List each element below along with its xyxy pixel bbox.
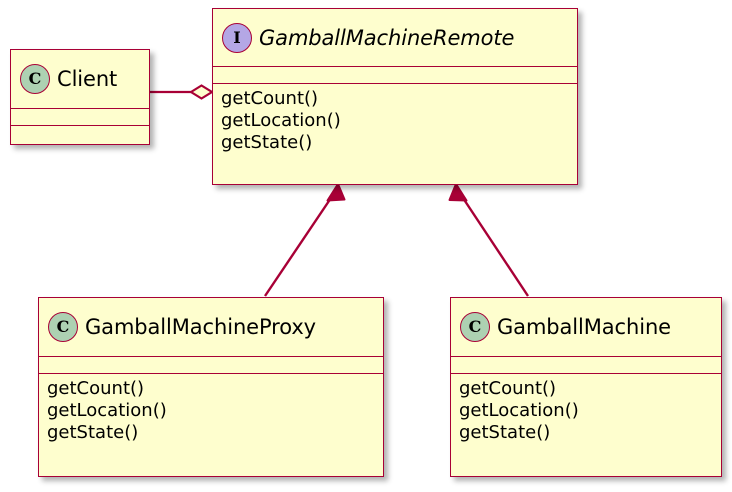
method-row: getState() [47,421,139,443]
method-row: getLocation() [47,399,167,421]
remote-methods-compartment: getCount() getLocation() getState() [213,83,577,183]
class-icon: C [460,312,490,342]
empty-attributes [451,357,721,373]
class-node-client[interactable]: C Client [10,49,150,145]
machine-attributes-compartment [451,356,721,373]
client-methods-compartment [11,125,149,142]
generalization-line [264,191,336,297]
remote-interface-name: GamballMachineRemote [259,25,515,50]
proxy-attributes-compartment [39,356,383,373]
method-row: getLocation() [221,109,341,131]
client-class-name: Client [57,67,118,91]
method-row: getCount() [221,88,319,109]
solid-arrowhead-icon [448,183,468,202]
class-node-gamballmachine[interactable]: C GamballMachine getCount() getLocation(… [450,297,722,477]
method-row: getCount() [47,378,145,399]
interface-icon: I [222,22,252,53]
machine-title-compartment: C GamballMachine [451,298,721,356]
edge-client-remote [150,84,215,100]
empty-attributes [11,109,149,125]
generalization-line [458,191,529,297]
method-row: getCount() [459,378,557,399]
empty-attributes [213,67,577,83]
class-icon: C [20,64,50,94]
machine-class-name: GamballMachine [497,315,671,339]
edge-machine-remote [448,183,529,297]
solid-arrowhead-icon [326,183,346,202]
client-attributes-compartment [11,108,149,125]
hollow-diamond-icon [188,84,215,100]
class-node-gamballmachineproxy[interactable]: C GamballMachineProxy getCount() getLoca… [38,297,384,477]
machine-methods-compartment: getCount() getLocation() getState() [451,373,721,476]
edge-proxy-remote [264,183,346,297]
proxy-methods-compartment: getCount() getLocation() getState() [39,373,383,476]
method-row: getState() [221,131,313,153]
proxy-class-name: GamballMachineProxy [85,315,316,339]
empty-attributes [39,357,383,373]
remote-title-compartment: I GamballMachineRemote [213,9,577,66]
remote-attributes-compartment [213,66,577,83]
method-row: getState() [459,421,551,443]
interface-node-gamballmachineremote[interactable]: I GamballMachineRemote getCount() getLoc… [212,8,578,185]
empty-methods [11,126,149,142]
class-icon: C [48,312,78,342]
client-title-compartment: C Client [11,50,149,108]
method-row: getLocation() [459,399,579,421]
proxy-title-compartment: C GamballMachineProxy [39,298,383,356]
